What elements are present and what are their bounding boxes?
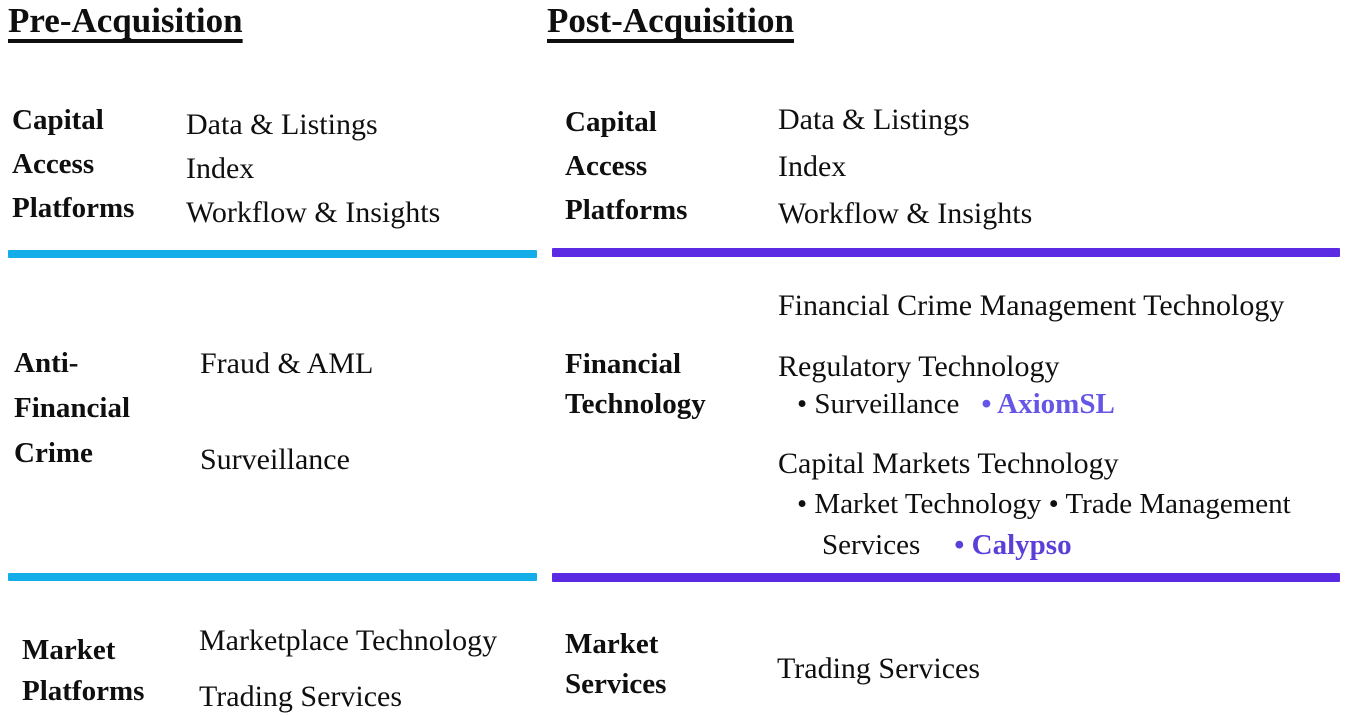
post-bullet-axiomsl: • AxiomSL	[981, 388, 1115, 420]
post-fintech-label-line1: Financial	[565, 348, 682, 380]
post-capital-access-label-line1: Capital	[565, 106, 657, 138]
post-item-index: Index	[778, 150, 847, 183]
pre-item-index: Index	[186, 152, 255, 185]
post-capital-markets-bullets-line1: • Market Technology • Trade Management	[797, 488, 1291, 520]
post-bullet-calypso: • Calypso	[954, 529, 1072, 561]
pre-acquisition-heading: Pre-Acquisition	[8, 1, 243, 40]
pre-item-workflow-insights: Workflow & Insights	[186, 196, 441, 229]
post-capital-access-items: Data & Listings Index Workflow & Insight…	[778, 96, 1032, 237]
pre-item-surveillance: Surveillance	[200, 443, 350, 476]
post-bullet-surveillance: • Surveillance	[797, 388, 960, 420]
pre-afc-label-line2: Financial	[14, 392, 131, 424]
pre-item-fraud-aml: Fraud & AML	[200, 347, 374, 380]
post-capital-access-label-line2: Access	[565, 150, 648, 182]
pre-item-marketplace-technology: Marketplace Technology	[199, 624, 498, 657]
pre-anti-financial-crime-label: Anti- Financial Crime	[14, 341, 130, 476]
pre-market-platforms-label: Market Platforms	[22, 630, 144, 712]
post-capital-access-label-line3: Platforms	[565, 194, 688, 226]
post-ms-label-line1: Market	[565, 628, 659, 660]
pre-item-data-listings: Data & Listings	[186, 108, 378, 141]
post-financial-technology-label: Financial Technology	[565, 344, 706, 424]
post-capital-access-label: Capital Access Platforms	[565, 100, 687, 232]
pre-capital-access-label: Capital Access Platforms	[12, 98, 134, 230]
post-divider-1	[552, 248, 1340, 257]
pre-capital-access-label-line3: Platforms	[12, 192, 135, 224]
post-item-capital-markets-technology: Capital Markets Technology	[778, 447, 1119, 480]
post-bullet-services-continuation: Services	[822, 529, 921, 561]
post-item-workflow-insights: Workflow & Insights	[778, 197, 1033, 230]
pre-mp-label-line2: Platforms	[22, 675, 145, 707]
post-item-trading-services: Trading Services	[777, 652, 981, 685]
post-item-regulatory-technology: Regulatory Technology	[778, 350, 1060, 383]
post-acquisition-heading: Post-Acquisition	[547, 1, 794, 40]
post-regulatory-bullets: • Surveillance • AxiomSL	[797, 384, 1115, 424]
post-ms-label-line2: Services	[565, 668, 667, 700]
pre-capital-access-label-line1: Capital	[12, 104, 104, 136]
post-item-data-listings: Data & Listings	[778, 103, 970, 136]
post-market-services-label: Market Services	[565, 624, 666, 704]
pre-capital-access-items: Data & Listings Index Workflow & Insight…	[186, 103, 440, 235]
pre-capital-access-label-line2: Access	[12, 148, 95, 180]
post-capital-markets-bullets-line2: Services • Calypso	[822, 525, 1072, 565]
post-fintech-label-line2: Technology	[565, 388, 706, 420]
post-divider-2	[552, 573, 1340, 582]
pre-item-trading-services: Trading Services	[199, 680, 403, 713]
pre-afc-label-line3: Crime	[14, 437, 93, 469]
pre-mp-label-line1: Market	[22, 634, 116, 666]
pre-afc-label-line1: Anti-	[14, 347, 79, 379]
pre-divider-1	[8, 250, 537, 258]
pre-divider-2	[8, 573, 537, 581]
post-item-financial-crime-mgmt-technology: Financial Crime Management Technology	[778, 289, 1285, 322]
